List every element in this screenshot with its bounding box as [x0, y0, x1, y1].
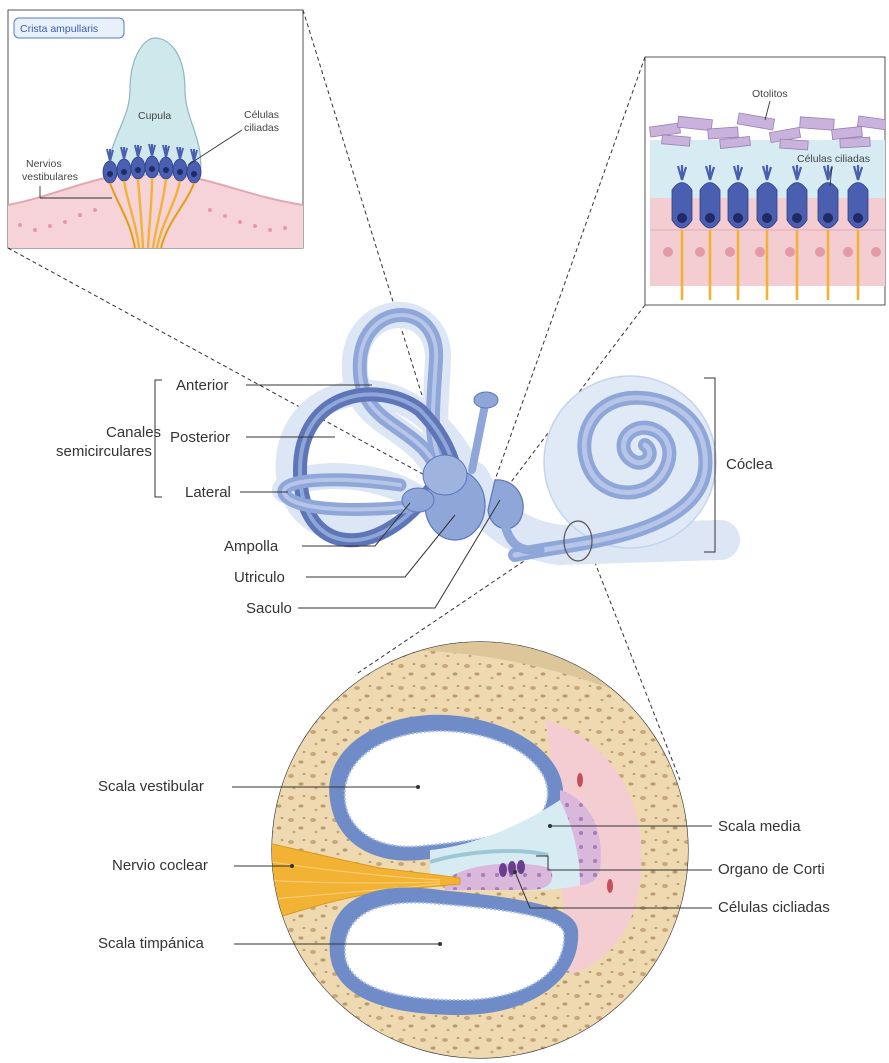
- crista-nerves-label-line1: Nervios: [26, 158, 62, 170]
- ampulla: [402, 488, 434, 512]
- cochlear-nerve-label: Nervio coclear: [112, 857, 208, 874]
- crista-hair-cells-label-line2: ciliadas: [244, 122, 279, 134]
- lateral-label: Lateral: [185, 484, 231, 501]
- canals-group-label-line1: Canales: [106, 424, 161, 441]
- canals-group-label-line2: semicirculares: [56, 443, 152, 460]
- organ-of-corti-label: Organo de Corti: [718, 861, 825, 878]
- utricle-label: Utriculo: [234, 569, 285, 586]
- macula-inset: Otolitos Células ciliadas: [645, 57, 889, 305]
- scala-tympani: [345, 903, 564, 1000]
- saccule-label: Saculo: [246, 600, 292, 617]
- otoliths-label: Otolitos: [752, 88, 788, 100]
- macula-hair-cells-label: Células ciliadas: [797, 153, 870, 165]
- cochlea-label: Cóclea: [726, 456, 773, 473]
- posterior-label: Posterior: [170, 429, 230, 446]
- crista-badge-label: Crista ampullaris: [20, 23, 98, 35]
- ampulla-label: Ampolla: [224, 538, 279, 555]
- crista-hair-cells-label-line1: Células: [244, 109, 279, 121]
- anterior-label: Anterior: [176, 377, 229, 394]
- scala-tympani-label: Scala timpánica: [98, 935, 205, 952]
- labyrinth: [284, 315, 720, 561]
- hair-cells-label: Células cicliadas: [718, 899, 830, 916]
- cupula-label: Cupula: [138, 110, 171, 122]
- cochlea-cross-section: [250, 630, 700, 1060]
- crista-nerves-label-line2: vestibulares: [22, 171, 78, 183]
- endolymphatic-duct: [472, 400, 486, 470]
- scala-media-label: Scala media: [718, 818, 801, 835]
- crista-inset: Crista ampullaris Cupula Células ciliada…: [8, 10, 303, 248]
- scala-vestibuli-label: Scala vestibular: [98, 778, 204, 795]
